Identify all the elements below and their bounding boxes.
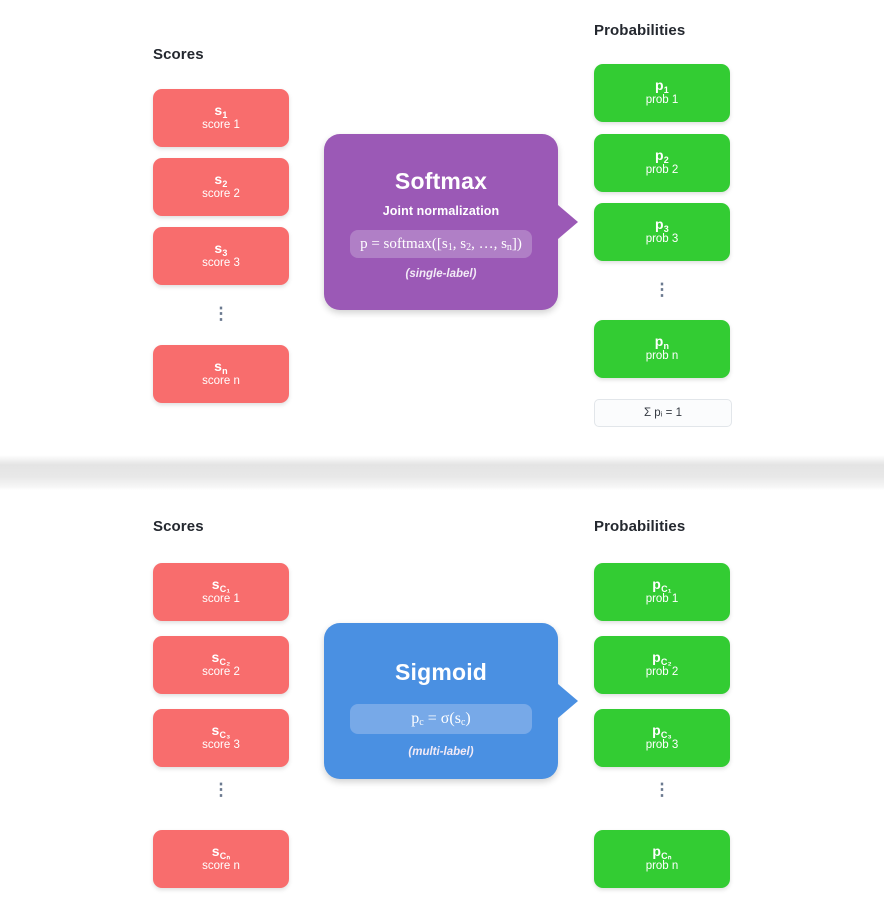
softmax-probabilities-column-title: Probabilities: [594, 22, 686, 39]
score-node-symbol: sC₃: [211, 721, 231, 740]
prob-node-subscript: Cₙ: [661, 850, 672, 861]
prob-node-symbol: pC₂: [652, 648, 672, 667]
score-node-subscript: C₁: [219, 583, 231, 594]
score-node-sn[interactable]: sn score n: [153, 345, 289, 403]
prob-node-caption: prob 3: [645, 233, 679, 246]
prob-node-pn[interactable]: pn prob n: [594, 320, 730, 378]
prob-node-pcn[interactable]: pCₙ prob n: [594, 830, 730, 888]
sigmoid-probabilities-column-title: Probabilities: [594, 518, 686, 535]
prob-node-symbol: p3: [655, 215, 669, 234]
sigmoid-arrow-icon: [558, 684, 578, 718]
prob-node-symbol: pn: [654, 332, 670, 351]
sigmoid-title: Sigmoid: [394, 659, 488, 685]
prob-node-subscript: n: [663, 340, 670, 351]
softmax-subtitle: Joint normalization: [382, 204, 500, 218]
prob-node-symbol: pC₃: [652, 721, 672, 740]
softmax-scores-column-title: Scores: [153, 46, 204, 63]
prob-node-subscript: 1: [663, 84, 669, 95]
score-node-subscript: 1: [222, 109, 228, 120]
probability-sum-badge: Σ pᵢ = 1: [594, 399, 732, 427]
score-node-caption: score 2: [202, 188, 240, 201]
prob-node-caption: prob 3: [645, 739, 679, 752]
probabilities-ellipsis: ⋮: [653, 280, 671, 299]
softmax-section: Scores Probabilities s1 score 1 s2 score…: [0, 0, 884, 455]
sigmoid-scores-column-title: Scores: [153, 518, 204, 535]
score-node-sc1[interactable]: sC₁ score 1: [153, 563, 289, 621]
softmax-arrow-icon: [558, 205, 578, 239]
score-node-subscript: 3: [222, 247, 228, 258]
prob-node-p2[interactable]: p2 prob 2: [594, 134, 730, 192]
score-node-s1[interactable]: s1 score 1: [153, 89, 289, 147]
score-node-caption: score 3: [202, 739, 240, 752]
scores-ellipsis: ⋮: [212, 304, 230, 323]
score-node-caption: score 1: [202, 119, 240, 132]
prob-node-pc3[interactable]: pC₃ prob 3: [594, 709, 730, 767]
prob-node-subscript: C₃: [660, 729, 672, 740]
score-node-symbol: sn: [214, 357, 228, 376]
prob-node-symbol: p1: [655, 76, 669, 95]
score-node-caption: score n: [202, 375, 240, 388]
score-node-sc3[interactable]: sC₃ score 3: [153, 709, 289, 767]
prob-node-p3[interactable]: p3 prob 3: [594, 203, 730, 261]
prob-node-pc2[interactable]: pC₂ prob 2: [594, 636, 730, 694]
score-node-symbol: sCₙ: [211, 842, 231, 861]
prob-node-subscript: 2: [663, 154, 669, 165]
prob-node-p1[interactable]: p1 prob 1: [594, 64, 730, 122]
score-node-symbol: sC₁: [211, 575, 231, 594]
score-node-symbol: s2: [214, 170, 228, 189]
prob-node-caption: prob 2: [645, 164, 679, 177]
softmax-note: (single-label): [405, 268, 477, 280]
prob-node-subscript: C₁: [661, 583, 672, 594]
score-node-sc2[interactable]: sC₂ score 2: [153, 636, 289, 694]
score-node-symbol: s1: [214, 101, 228, 120]
prob-node-caption: prob 1: [645, 94, 679, 107]
score-node-s3[interactable]: s3 score 3: [153, 227, 289, 285]
prob-node-symbol: pC₁: [652, 575, 672, 594]
prob-node-caption: prob 2: [645, 666, 679, 679]
sigmoid-section: Scores Probabilities sC₁ score 1 sC₂ sco…: [0, 490, 884, 911]
softmax-operator-box[interactable]: Softmax Joint normalization p = softmax(…: [324, 134, 558, 310]
prob-node-pc1[interactable]: pC₁ prob 1: [594, 563, 730, 621]
scores-ellipsis: ⋮: [212, 780, 230, 799]
prob-node-caption: prob n: [645, 860, 679, 873]
prob-node-caption: prob n: [645, 350, 679, 363]
score-node-caption: score n: [202, 860, 240, 873]
prob-node-symbol: p2: [655, 146, 669, 165]
score-node-subscript: C₂: [219, 656, 231, 667]
score-node-subscript: Cₙ: [219, 850, 231, 861]
section-divider: [0, 455, 884, 490]
score-node-subscript: C₃: [219, 729, 231, 740]
prob-node-subscript: 3: [663, 223, 669, 234]
prob-node-caption: prob 1: [645, 593, 679, 606]
score-node-symbol: sC₂: [211, 648, 231, 667]
score-node-s2[interactable]: s2 score 2: [153, 158, 289, 216]
score-node-symbol: s3: [214, 239, 228, 258]
score-node-subscript: n: [222, 365, 228, 376]
score-node-caption: score 3: [202, 257, 240, 270]
softmax-title: Softmax: [394, 168, 488, 194]
score-node-scn[interactable]: sCₙ score n: [153, 830, 289, 888]
sigmoid-note: (multi-label): [408, 746, 474, 758]
prob-node-symbol: pCₙ: [652, 842, 672, 861]
score-node-subscript: 2: [222, 178, 228, 189]
prob-node-subscript: C₂: [660, 656, 672, 667]
score-node-caption: score 1: [202, 593, 240, 606]
probabilities-ellipsis: ⋮: [653, 780, 671, 799]
score-node-caption: score 2: [202, 666, 240, 679]
